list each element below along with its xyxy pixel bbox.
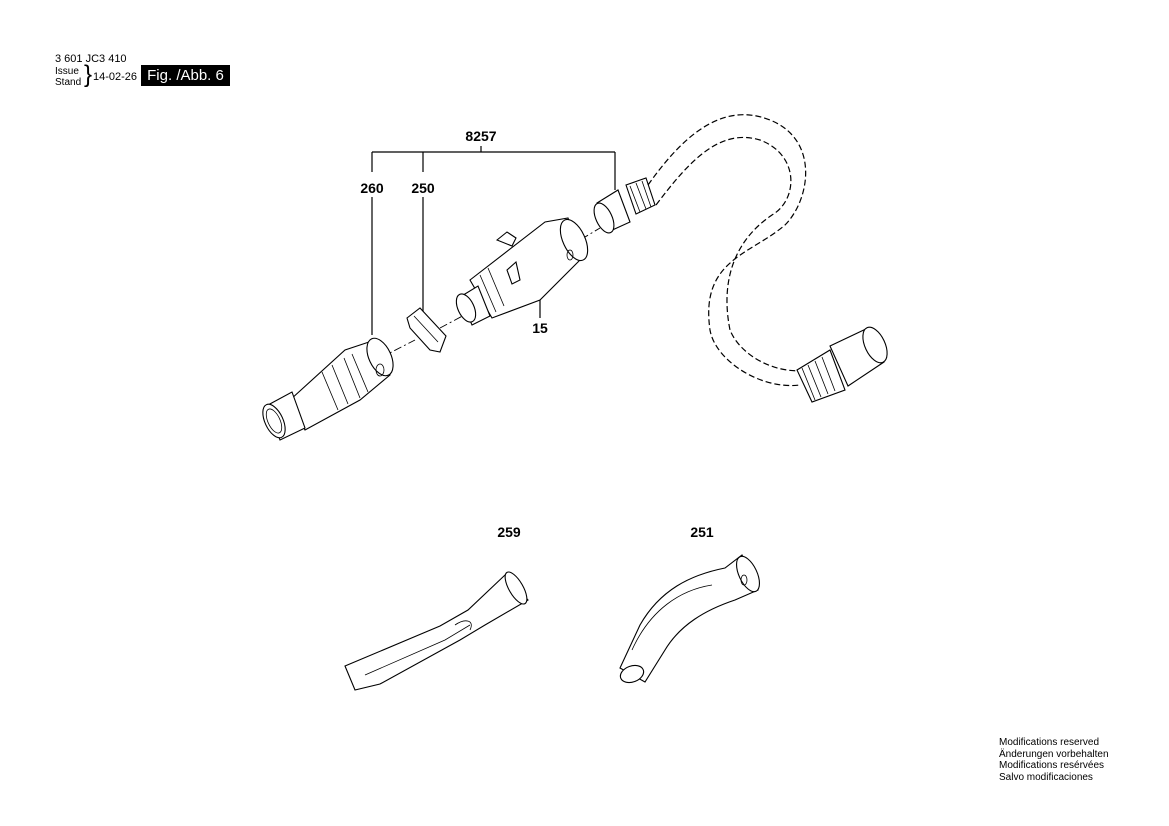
issue-date: 14-02-26 — [93, 71, 138, 83]
brace-glyph: } — [84, 61, 93, 88]
part-251-bent-tube — [619, 554, 760, 684]
part-259-crevice-nozzle — [344, 571, 529, 691]
label-251: 251 — [690, 524, 714, 540]
notice-line-en: Modifications reserved — [999, 737, 1100, 748]
stand-label: Stand — [55, 77, 82, 88]
part-250-ring — [406, 307, 447, 353]
notice-line-es: Salvo modificaciones — [999, 771, 1093, 783]
label-8257: 8257 — [465, 128, 496, 144]
assembly-bracket — [371, 146, 616, 335]
part-15-hose-adapter — [455, 217, 589, 326]
notice-line-de: Änderungen vorbehalten — [999, 748, 1109, 760]
issue-labels: Issue Stand — [55, 66, 81, 88]
label-15: 15 — [532, 320, 548, 336]
label-260: 260 — [360, 180, 384, 196]
part-hose — [593, 114, 888, 403]
part-260-nozzle-adapter — [262, 337, 394, 441]
issue-label: Issue — [55, 66, 79, 77]
document-number: 3 601 JC3 410 — [55, 53, 127, 65]
figure-label: Fig. /Abb. 6 — [141, 65, 230, 86]
label-250: 250 — [411, 180, 435, 196]
label-259: 259 — [497, 524, 521, 540]
modifications-notice: Modifications reserved Änderungen vorbeh… — [999, 737, 1109, 783]
notice-line-fr: Modifications resérvées — [999, 760, 1105, 771]
